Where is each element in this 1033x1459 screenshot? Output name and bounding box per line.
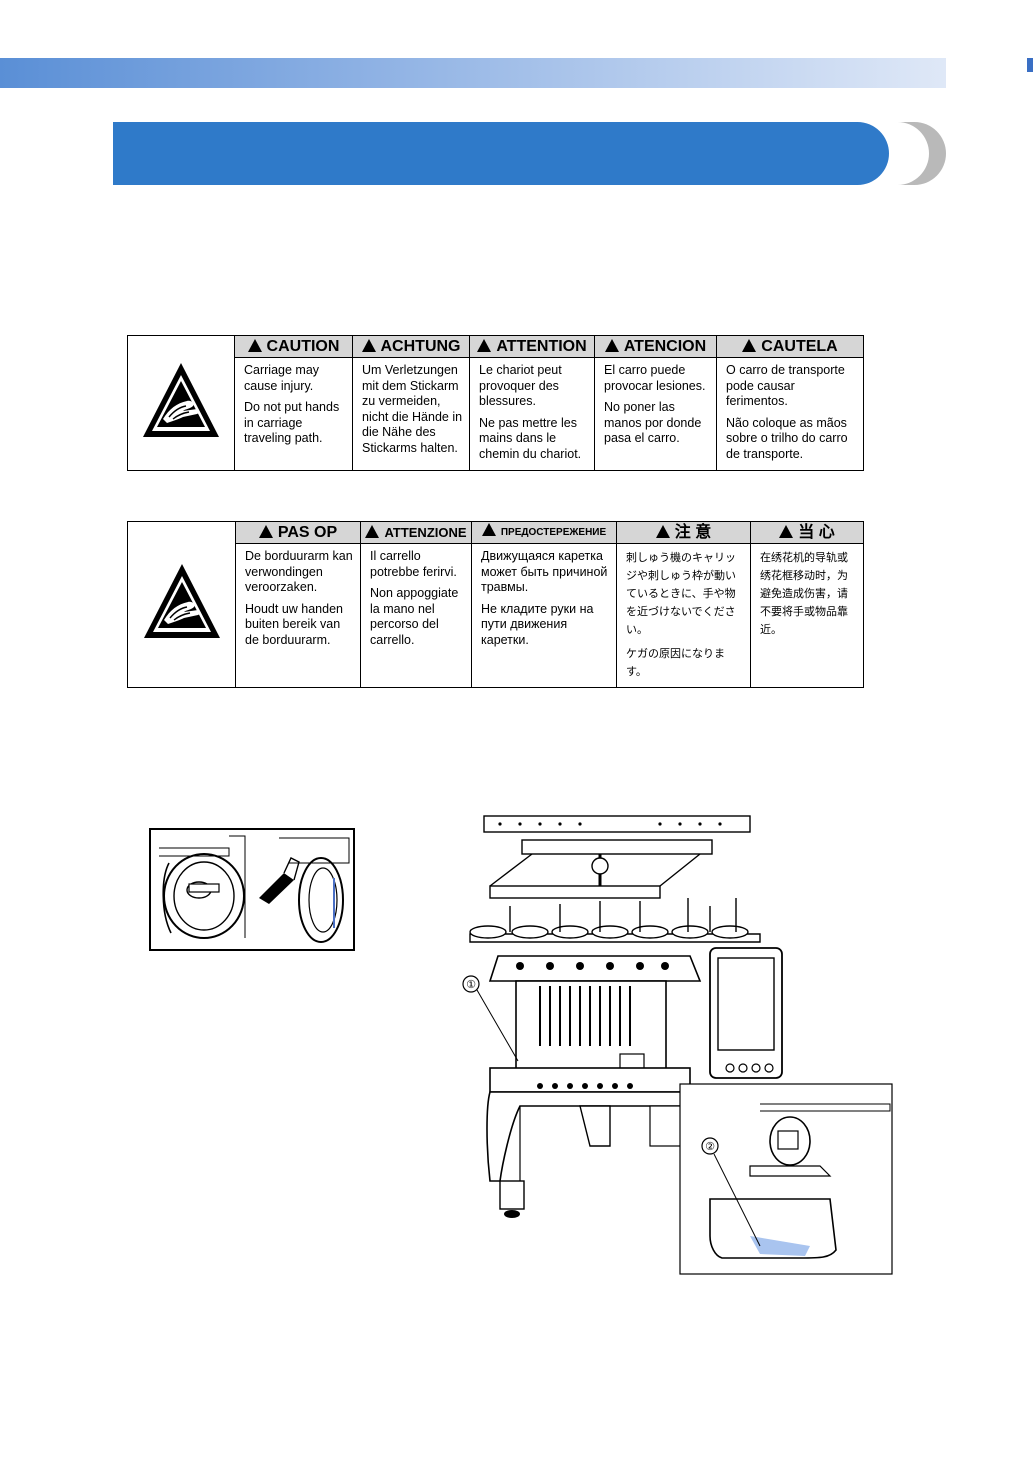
caution-text-nl: De borduurarm kan verwondingen veroorzak…	[235, 543, 361, 688]
caution-text-zh: 在绣花机的导轨或绣花框移动时，为避免造成伤害，请不要将手或物品靠近。	[750, 543, 864, 688]
caution-text-ru: Движущаяся каретка может быть причиной т…	[471, 543, 617, 688]
caution-text-de: Um Verletzungen mit dem Stickarm zu verm…	[352, 357, 470, 471]
caution-header-fr: ATTENTION	[469, 335, 595, 358]
callout-2-label: ②	[705, 1140, 715, 1153]
caution-text-es: El carro puede provocar lesiones.No pone…	[594, 357, 717, 471]
caution-header-nl: PAS OP	[235, 521, 361, 544]
caution-header-pt: CAUTELA	[716, 335, 864, 358]
section-title-bar	[113, 122, 946, 185]
caution-header-zh: 当 心	[750, 521, 864, 544]
callout-1-label: ①	[466, 978, 476, 991]
caution-header-es: ATENCION	[594, 335, 717, 358]
caution-text-pt: O carro de transporte pode causar ferime…	[716, 357, 864, 471]
caution-header-en: CAUTION	[234, 335, 353, 358]
caution-text-ja: 刺しゅう機のキャリッジや刺しゅう枠が動いているときに、手や物を近づけないでくださ…	[616, 543, 751, 688]
caution-header-ru: ПРЕДОСТЕРЕЖЕНИЕ	[471, 521, 617, 544]
caution-text-fr: Le chariot peut provoquer des blessures.…	[469, 357, 595, 471]
hook-oiling-illustration	[149, 828, 355, 951]
caution-header-ja: 注 意	[616, 521, 751, 544]
caution-label-table-1: CAUTION ACHTUNG ATTENTION ATENCION CAUTE…	[127, 335, 864, 471]
header-band	[0, 58, 946, 88]
caution-header-it: ATTENZIONE	[360, 521, 472, 544]
caution-text-en: Carriage may cause injury.Do not put han…	[234, 357, 353, 471]
caution-header-de: ACHTUNG	[352, 335, 470, 358]
page-edge-tab	[1027, 58, 1033, 72]
hand-pinch-warning-icon	[127, 335, 235, 471]
caution-text-it: Il carrello potrebbe ferirvi.Non appoggi…	[360, 543, 472, 688]
embroidery-machine-illustration: ① ②	[462, 815, 893, 1275]
hand-pinch-warning-icon	[127, 521, 236, 688]
caution-label-table-2: PAS OP ATTENZIONE ПРЕДОСТЕРЕЖЕНИЕ 注 意 当 …	[127, 521, 864, 688]
